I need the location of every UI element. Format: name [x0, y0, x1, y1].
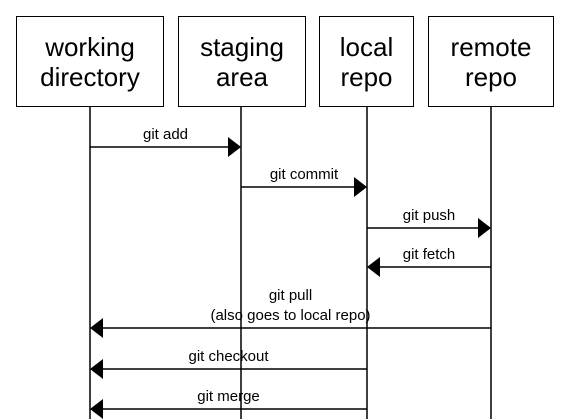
actor-local-line2: repo [340, 61, 393, 92]
message-label: git checkout [188, 348, 269, 365]
actor-working-line2: directory [40, 61, 140, 92]
actor-remote-repo: remote repo [428, 16, 554, 107]
actor-remote-line1: remote [450, 31, 532, 62]
actor-local-line1: local [339, 31, 394, 62]
message-arrowhead [90, 318, 103, 338]
actor-local-repo: local repo [319, 16, 414, 107]
message-label: git commit [269, 166, 339, 183]
message-arrowhead [478, 218, 491, 238]
actor-remote-line2: repo [464, 61, 518, 92]
message-label: git add [142, 126, 189, 143]
message-label-note: (also goes to local repo) [210, 307, 371, 324]
actor-staging-line2: area [215, 61, 269, 92]
message-arrowhead [90, 359, 103, 379]
actor-working-line1: working [45, 31, 135, 62]
actor-staging-area: staging area [178, 16, 306, 107]
message-label: git merge [197, 388, 260, 405]
message-arrowhead [228, 137, 241, 157]
message-arrowhead [367, 257, 380, 277]
message-arrowhead [354, 177, 367, 197]
message-label: git fetch [402, 246, 456, 263]
actor-working-directory: working directory [16, 16, 164, 107]
message-label: git push [402, 207, 456, 224]
message-arrowhead [90, 399, 103, 419]
actor-staging-line1: staging [200, 31, 284, 62]
message-label: git pull [268, 287, 313, 304]
